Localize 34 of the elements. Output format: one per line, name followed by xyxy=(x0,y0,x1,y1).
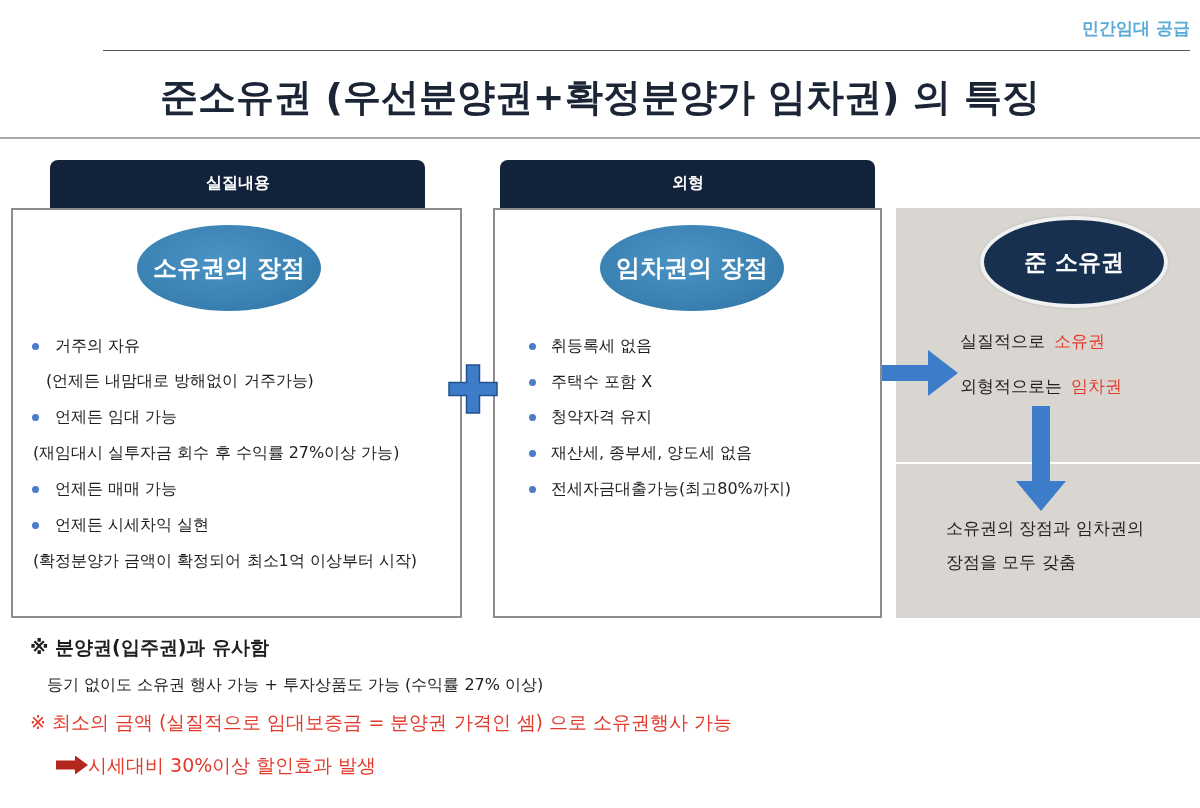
bullet-text: 전세자금대출가능(최고80%까지) xyxy=(551,478,792,500)
highlighted-text: 임차권 xyxy=(1071,376,1122,396)
page-title: 준소유권 (우선분양권+확정분양가 임차권) 의 특징 xyxy=(160,74,1040,121)
heading-oval: 임차권의 장점 xyxy=(600,225,784,311)
note-text: (확정분양가 금액이 확정되어 최소1억 이상부터 시작) xyxy=(33,550,418,572)
body-text: 외형적으로는 xyxy=(960,376,1062,396)
heading-tab: 외형 xyxy=(500,160,875,210)
bullet-text: 재산세, 종부세, 양도세 없음 xyxy=(551,442,753,464)
arrow xyxy=(56,755,88,775)
note-text: 시세대비 30%이상 할인효과 발생 xyxy=(88,751,377,779)
bullet-text: 청약자격 유지 xyxy=(551,406,653,428)
arrow xyxy=(882,350,958,396)
note-text: 등기 없이도 소유권 행사 가능 + 투자상품도 가능 (수익률 27% 이상) xyxy=(47,674,544,696)
body-text: 소유권의 장점과 임차권의 장점을 모두 갖춤 xyxy=(946,511,1158,579)
arrow xyxy=(1016,406,1066,511)
bullet-text: 언제든 임대 가능 xyxy=(55,406,178,428)
note-text: (재임대시 실투자금 회수 후 수익률 27%이상 가능) xyxy=(33,442,400,464)
note-heading: ※ 분양권(입주권)과 유사함 xyxy=(30,635,270,660)
note-text: (언제든 내맘대로 방해없이 거주가능) xyxy=(46,370,314,392)
heading-oval: 소유권의 장점 xyxy=(137,225,321,311)
heading-tab: 실질내용 xyxy=(50,160,425,210)
heading-oval: 준 소유권 xyxy=(980,216,1168,308)
content-box xyxy=(493,208,882,618)
bullet-text: 주택수 포함 X xyxy=(551,371,653,393)
body-text: 실질적으로 xyxy=(960,331,1045,351)
header-text: 민간임대 공급 xyxy=(1082,17,1190,40)
result-panel xyxy=(896,208,1200,618)
bullet-text: 취등록세 없음 xyxy=(551,335,653,357)
bullet-text: 언제든 시세차익 실현 xyxy=(55,514,210,536)
highlighted-text: 소유권 xyxy=(1054,331,1105,351)
bullet-text: 언제든 매매 가능 xyxy=(55,478,178,500)
content-box xyxy=(11,208,462,618)
note-text: ※ 최소의 금액 (실질적으로 임대보증금 = 분양권 가격인 셈) 으로 소유권행사 가능 xyxy=(30,710,733,735)
bullet-text: 거주의 자유 xyxy=(55,335,141,357)
